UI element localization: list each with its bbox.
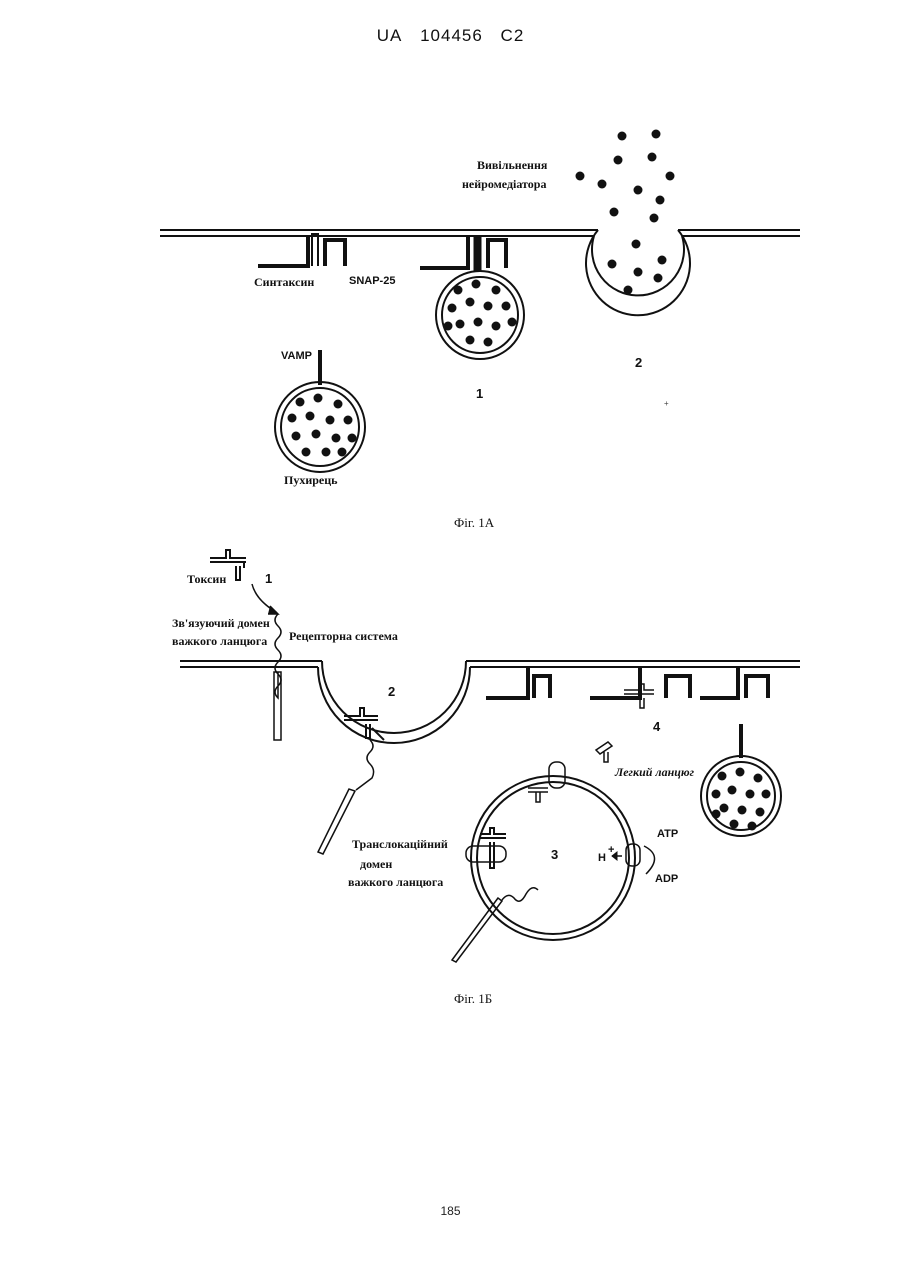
snare-snap25-3 xyxy=(746,676,768,698)
label-proton-sup: + xyxy=(608,844,614,856)
label-1b-step3: 3 xyxy=(551,847,558,862)
figure-1a xyxy=(160,230,800,472)
label-proton: H xyxy=(598,852,606,864)
label-binding-domain-line1: Зв'язуючий домен xyxy=(172,616,270,630)
endosome-coil xyxy=(356,740,374,790)
figure-1b-caption: Фіг. 1Б xyxy=(454,991,492,1006)
snare-snap25-1 xyxy=(534,676,550,698)
label-light-chain: Легкий ланцюг xyxy=(614,765,695,779)
neurotransmitter-dots-1b xyxy=(712,768,771,831)
label-snap25: SNAP-25 xyxy=(349,275,395,287)
light-chain-pore-top xyxy=(528,788,548,802)
label-vesicle: Пухирець xyxy=(284,473,338,487)
figure-1a-caption: Фіг. 1А xyxy=(454,515,495,530)
syntaxin-anchor xyxy=(312,234,318,266)
label-1a-step2: 2 xyxy=(635,355,642,370)
atp-arrow xyxy=(644,846,655,874)
label-translocation-line3: важкого ланцюга xyxy=(348,875,443,889)
syntaxin-protein xyxy=(258,236,308,266)
label-1b-step2: 2 xyxy=(388,684,395,699)
label-atp: ATP xyxy=(657,828,678,840)
page-number: 185 xyxy=(0,1204,901,1218)
label-1b-step4: 4 xyxy=(653,719,661,734)
label-translocation-line1: Транслокаційний xyxy=(352,837,448,851)
docked-snare-bundle xyxy=(474,236,481,270)
snare-syntaxin-3 xyxy=(700,668,738,698)
endocytic-pocket-inner xyxy=(318,667,470,743)
label-1a-step1: 1 xyxy=(476,386,483,401)
label-toxin: Токсин xyxy=(187,572,226,586)
docked-syntaxin xyxy=(420,236,468,268)
label-syntaxin: Синтаксин xyxy=(254,275,314,289)
pore-channel-top xyxy=(549,762,565,788)
label-translocation-line2: домен xyxy=(360,857,392,871)
label-1b-step1: 1 xyxy=(265,571,272,586)
label-release-line1: Вивільнення xyxy=(477,158,548,172)
label-binding-domain-line2: важкого ланцюга xyxy=(172,634,267,648)
docked-snap25 xyxy=(488,240,506,268)
toxin-endosome xyxy=(344,708,384,740)
endosome-stalk xyxy=(318,789,355,854)
figure-1b xyxy=(180,550,800,962)
label-receptor-system: Рецепторна система xyxy=(289,629,398,643)
snare-syntaxin-1 xyxy=(486,668,528,698)
translocation-coil xyxy=(502,888,538,901)
label-adp: ADP xyxy=(655,873,678,885)
svg-text:+: + xyxy=(664,399,669,408)
label-release-line2: нейромедіатора xyxy=(462,177,546,191)
label-vamp: VAMP xyxy=(281,350,312,362)
receptor-coil xyxy=(275,614,281,698)
snare-snap25-2 xyxy=(666,676,690,698)
snap25-protein xyxy=(325,240,345,266)
docked-vesicle-inner xyxy=(442,277,518,353)
light-chain-free xyxy=(596,742,612,762)
